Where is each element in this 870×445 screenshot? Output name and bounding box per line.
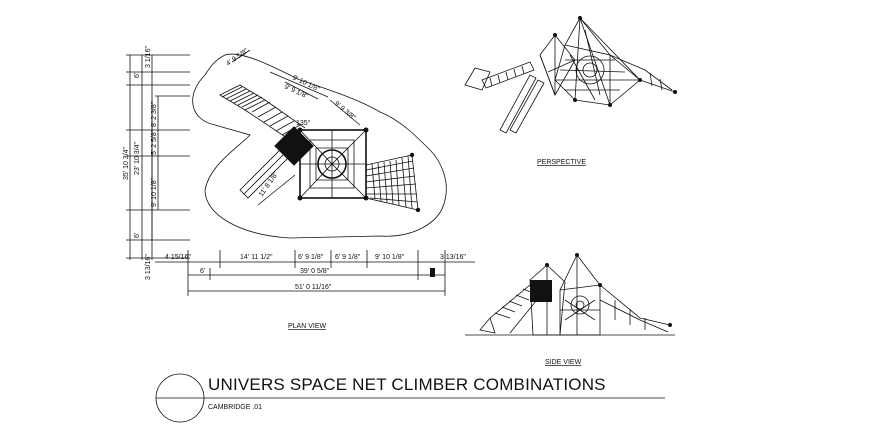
plan-platform <box>297 127 369 201</box>
vdim-top-6: 6' <box>134 73 141 78</box>
plan-net <box>365 152 421 213</box>
plan-dim-angle: 135° <box>296 119 311 127</box>
horizontal-dimensions <box>155 250 475 296</box>
vdim-mid: 23' 10 3/4" <box>134 141 141 175</box>
hdim-top-5: 9' 10 1/8" <box>375 254 405 261</box>
vdim-bottom-small: 3 13/16" <box>145 254 152 280</box>
drawing-subtitle: CAMBRIDGE .01 <box>208 404 262 411</box>
perspective-view <box>464 16 677 134</box>
perspective-label: PERSPECTIVE <box>537 159 586 166</box>
plan-dimension-lines <box>231 49 361 206</box>
vdim-top-small: 3 1/16" <box>145 46 152 68</box>
plan-view-label: PLAN VIEW <box>288 323 327 330</box>
plan-dim-right: 9' 9 3/8" <box>333 100 357 122</box>
hdim-top-4: 6' 9 1/8" <box>335 254 361 261</box>
vdim-overall: 35' 10 3/4" <box>123 146 130 180</box>
hdim-top-1: 4 15/16" <box>165 254 191 261</box>
hdim-top-6: 3 13/16" <box>440 254 466 261</box>
vdim-inner-2: 5' 2 5/8" <box>151 129 158 155</box>
safety-zone-outline <box>192 53 447 239</box>
vdim-inner-3: 9' 10 1/8" <box>151 177 158 207</box>
vdim-inner-1: 8' 2 3/8" <box>151 101 158 127</box>
hdim-mid: 39' 0 5/8" <box>300 268 330 275</box>
hdim-top-2: 14' 11 1/2" <box>240 254 273 261</box>
plan-slide <box>239 126 314 199</box>
hdim-mid-left: 6' <box>200 268 205 275</box>
vertical-dimensions <box>126 54 190 260</box>
drawing-title: UNIVERS SPACE NET CLIMBER COMBINATIONS <box>208 375 606 394</box>
hdim-overall: 51' 0 11/16" <box>295 284 332 291</box>
plan-view: 4' 9 5/8" 9' 10 1/8" 9' 9 1/8" 9' 9 3/8"… <box>192 47 447 330</box>
plan-dim-top-1: 4' 9 5/8" <box>225 47 250 67</box>
title-block <box>155 373 665 423</box>
plan-ladder <box>219 84 306 141</box>
vdim-bottom-6: 6' <box>134 233 141 238</box>
hdim-top-3: 6' 9 1/8" <box>298 254 324 261</box>
side-view-label: SIDE VIEW <box>545 359 582 366</box>
side-view <box>465 253 675 336</box>
